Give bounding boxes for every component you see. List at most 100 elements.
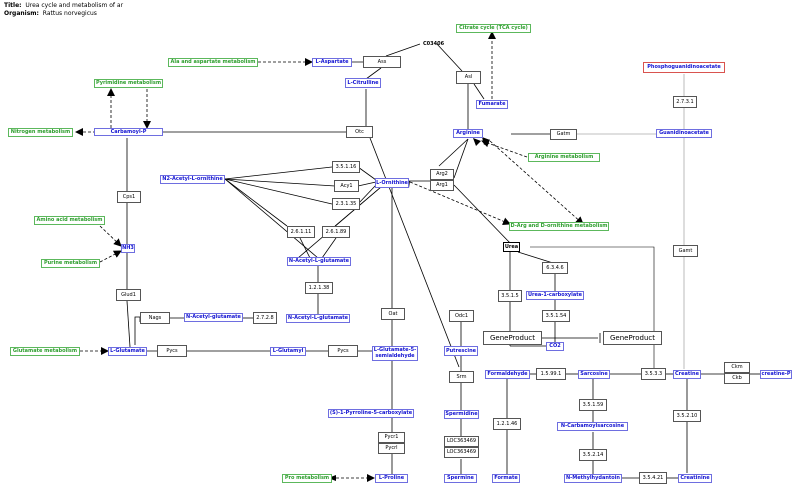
metabolite-n-carbamoylsarcosine[interactable]: N-Carbamoylsarcosine [557, 422, 628, 431]
metabolite-s-1-pyrroline-5-carboxylate[interactable]: (S)-1-Pyrroline-5-carboxylate [328, 409, 414, 418]
metabolite-l-glutamate[interactable]: L-Glutamate [108, 347, 147, 356]
arrow-head [328, 475, 336, 481]
gene-2-7-3-1[interactable]: 2.7.3.1 [673, 96, 697, 108]
edge [517, 251, 554, 264]
gene-3-5-2-14[interactable]: 3.5.2.14 [579, 449, 607, 461]
gene-1-2-1-46[interactable]: 1.2.1.46 [493, 418, 521, 430]
edge [299, 237, 311, 259]
metabolite-putrescine[interactable]: Putrescine [444, 346, 478, 356]
edge [369, 137, 460, 368]
gene-3-5-4-21[interactable]: 3.5.4.21 [639, 472, 667, 484]
gene-oat[interactable]: Oat [381, 308, 405, 320]
pathway-title: Urea cycle and metabolism of ar [25, 2, 124, 9]
pathway-ala-aspartate-metabolism[interactable]: Ala and aspartate metabolism [168, 58, 258, 67]
metabolite-phosphoguanidinoacetate[interactable]: Phosphoguanidinoacetate [643, 62, 725, 73]
edge [438, 138, 469, 167]
gene-cps1[interactable]: Cps1 [117, 191, 141, 203]
gene-glud1[interactable]: Glud1 [116, 289, 141, 301]
edge [357, 166, 377, 181]
metabolite-creatinine[interactable]: Creatinine [678, 474, 712, 483]
gene-3-5-1-59[interactable]: 3.5.1.59 [579, 399, 607, 411]
metabolite-arginine[interactable]: Arginine [453, 129, 483, 138]
metabolite-l-glutamate-5-semialdehyde[interactable]: L-Glutamate-5-semialdehyde [372, 346, 418, 361]
gene-gatm[interactable]: Gatm [550, 129, 577, 140]
metabolite-guanidinoacetate[interactable]: Guanidinoacetate [656, 129, 712, 138]
gene-3-5-1-16[interactable]: 3.5.1.16 [332, 161, 360, 173]
metabolite-urea-1-carboxylate[interactable]: Urea-1-carboxylate [526, 291, 584, 300]
gene-1-5-99-1[interactable]: 1.5.99.1 [536, 368, 566, 380]
metabolite-l-ornithine[interactable]: L-Ornithine [375, 178, 409, 188]
pathway-d-arg-d-ornithine-metabolism[interactable]: D-Arg and D-ornithine metabolism [509, 222, 609, 231]
pathway-pyrimidine-metabolism[interactable]: Pyrimidine metabolism [94, 79, 163, 88]
metabolite-urea[interactable]: Urea [503, 242, 520, 252]
gene-ckb[interactable]: Ckb [724, 373, 750, 384]
gene-product-1[interactable]: GeneProduct [483, 331, 542, 345]
gene-2-6-1-89[interactable]: 2.6.1.89 [322, 226, 350, 238]
metabolite-n-acetyl-l-glutamate-semialdehyde[interactable]: N-Acetyl-L-glutamate [287, 257, 351, 266]
gene-arg1[interactable]: Arg1 [430, 180, 454, 191]
gene-3-5-2-10[interactable]: 3.5.2.10 [673, 410, 701, 422]
gene-pycrl[interactable]: Pycrl [378, 443, 405, 454]
gene-2-6-1-11[interactable]: 2.6.1.11 [287, 226, 315, 238]
gene-6-3-4-6[interactable]: 6.3.4.6 [542, 262, 568, 274]
gene-1-2-1-38[interactable]: 1.2.1.38 [305, 282, 333, 294]
gene-gamt[interactable]: Gamt [673, 245, 698, 257]
metabolite-n-acetyl-glutamate[interactable]: N-Acetyl-glutamate [184, 313, 243, 322]
metabolite-n-methylhydantoin[interactable]: N-Methylhydantoin [564, 474, 622, 483]
metabolite-carbamoyl-p[interactable]: Carbamoyl-P [94, 128, 163, 136]
metabolite-spermidine[interactable]: Spermidine [444, 410, 479, 419]
gene-pycr1[interactable]: Pycr1 [378, 432, 405, 443]
pathway-arginine-metabolism[interactable]: Arginine metabolism [528, 153, 600, 162]
gene-product-2[interactable]: GeneProduct [603, 331, 662, 345]
metabolite-formate[interactable]: Formate [492, 474, 520, 483]
metabolite-sarcosine[interactable]: Sarcosine [578, 370, 610, 379]
edge [436, 43, 463, 72]
gene-ass[interactable]: Ass [363, 56, 401, 68]
gene-loc363469-2[interactable]: LOC363469 [444, 447, 479, 458]
edge [357, 184, 377, 205]
gene-odc1[interactable]: Odc1 [449, 310, 474, 322]
edge [481, 139, 528, 158]
metabolite-creatine[interactable]: Creatine [673, 370, 701, 379]
gene-2-3-1-35[interactable]: 2.3.1.35 [332, 198, 360, 210]
gene-3-5-1-54[interactable]: 3.5.1.54 [542, 310, 570, 322]
gene-ckm[interactable]: Ckm [724, 362, 750, 373]
edge [473, 83, 485, 100]
pathway-purine-metabolism[interactable]: Purine metabolism [41, 259, 100, 268]
metabolite-creatine-p[interactable]: creatine-P [760, 370, 792, 379]
gene-pycs-1[interactable]: Pycs [157, 345, 187, 357]
pathway-glutamate-metabolism[interactable]: Glutamate metabolism [10, 347, 80, 356]
metabolite-l-proline[interactable]: L-Proline [375, 474, 408, 483]
metabolite-spermine[interactable]: Spermine [444, 474, 477, 483]
gene-loc363469-1[interactable]: LOC363469 [444, 436, 479, 447]
metabolite-l-aspartate[interactable]: L-Aspartate [312, 58, 352, 67]
gene-pycs-2[interactable]: Pycs [328, 345, 358, 357]
pathway-amino-acid-metabolism[interactable]: Amino acid metabolism [34, 216, 105, 225]
gene-2-7-2-8[interactable]: 2.7.2.8 [253, 312, 277, 324]
metabolite-formaldehyde[interactable]: Formaldehyde [485, 370, 530, 379]
metabolite-n-acetyl-l-glutamate[interactable]: N-Acetyl-L-glutamate [286, 314, 350, 323]
gene-3-5-1-5[interactable]: 3.5.1.5 [498, 290, 522, 302]
gene-otc[interactable]: Otc [346, 126, 373, 138]
gene-nags[interactable]: Nags [140, 312, 170, 324]
metabolite-n2-acetyl-l-ornithine[interactable]: N2-Acetyl-L-ornithine [160, 175, 225, 184]
edge [224, 178, 333, 205]
edge [126, 300, 131, 348]
gene-acy1[interactable]: Acy1 [334, 180, 359, 192]
metabolite-fumarate[interactable]: Fumarate [476, 100, 508, 109]
metabolite-co2[interactable]: CO2 [546, 342, 564, 351]
gene-arg2[interactable]: Arg2 [430, 169, 454, 180]
arrow-head [473, 138, 481, 146]
pathway-pro-metabolism[interactable]: Pro metabolism [282, 474, 332, 483]
metabolite-l-glutamyl[interactable]: L-Glutamyl [270, 347, 306, 356]
edge [409, 181, 511, 225]
edge [453, 184, 513, 246]
gene-3-5-3-3[interactable]: 3.5.3.3 [641, 368, 666, 380]
metabolite-l-citrulline[interactable]: L-Citrulline [345, 78, 381, 88]
pathway-citrate-cycle[interactable]: Citrate cycle (TCA cycle) [456, 24, 531, 33]
metabolite-nh3[interactable]: NH3 [121, 244, 135, 253]
gene-asl[interactable]: Asl [456, 71, 481, 84]
pathway-nitrogen-metabolism[interactable]: Nitrogen metabolism [8, 128, 73, 137]
gene-srm[interactable]: Srm [449, 371, 474, 383]
